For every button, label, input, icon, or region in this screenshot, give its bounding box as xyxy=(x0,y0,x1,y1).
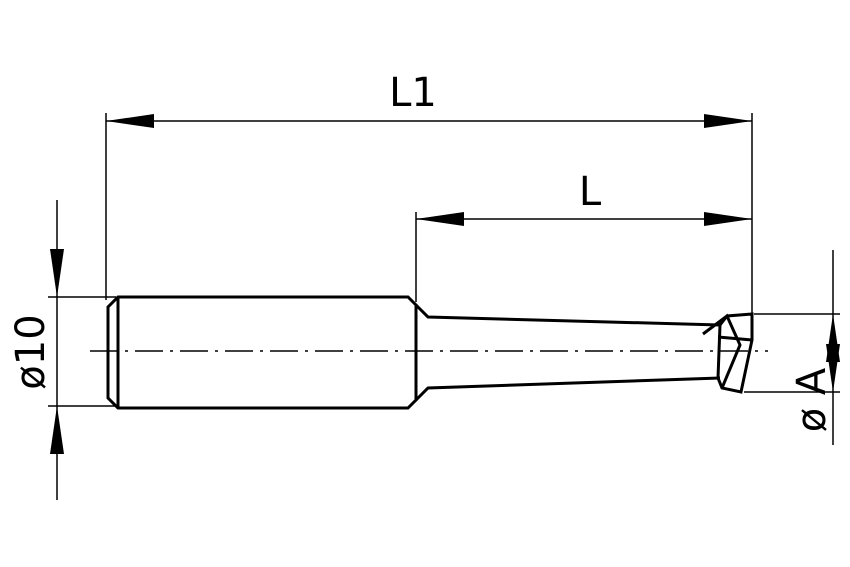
dimension-l1: L1 xyxy=(106,70,752,128)
arrow-left-icon xyxy=(106,114,154,128)
dimension-cutting-diameter: ø A xyxy=(789,250,840,445)
arrow-down-icon xyxy=(826,344,840,392)
tool-shank xyxy=(106,295,418,410)
arrow-left-icon xyxy=(416,212,464,226)
tool-neck xyxy=(414,303,721,402)
dimension-label-l: L xyxy=(579,169,602,215)
dimension-label-shank-diameter: ø10 xyxy=(8,314,54,389)
arrow-up-icon xyxy=(50,406,64,454)
extension-lines xyxy=(48,113,840,407)
dimension-l: L xyxy=(416,169,752,226)
cutting-tip xyxy=(702,312,754,394)
arrow-right-icon xyxy=(704,114,752,128)
dimension-label-l1: L1 xyxy=(389,70,437,116)
arrow-down-icon xyxy=(50,249,64,297)
arrow-right-icon xyxy=(704,212,752,226)
dimension-shank-diameter: ø10 xyxy=(8,200,64,500)
dimension-label-cutting-diameter: ø A xyxy=(789,367,835,432)
